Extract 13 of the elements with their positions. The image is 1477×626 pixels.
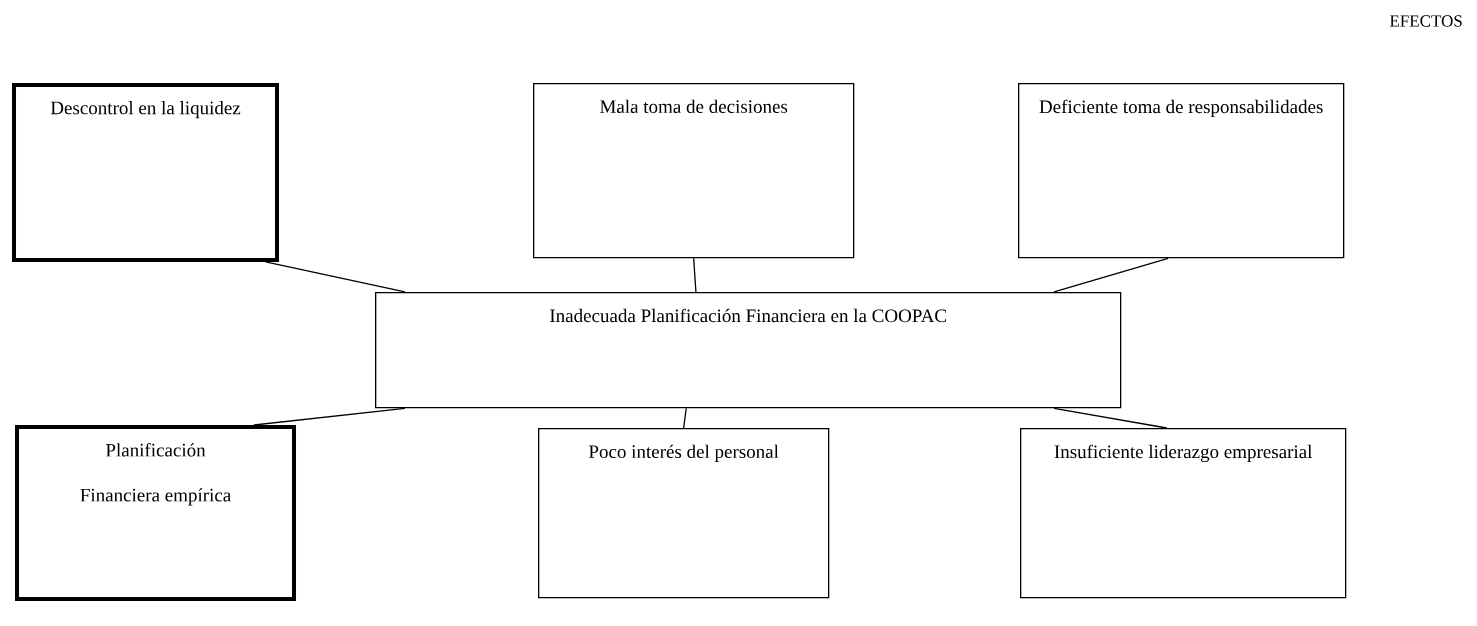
connector-line	[1053, 257, 1169, 293]
heading: EFECTOS	[1389, 15, 1462, 27]
text-box: Deficiente toma de responsabilidades	[1018, 83, 1345, 259]
connector-line	[253, 407, 406, 426]
connector-line	[683, 407, 687, 429]
text-box: Poco interés del personal	[538, 428, 830, 599]
text-box: Insuficiente liderazgo empresarial	[1020, 428, 1347, 599]
text-box: Descontrol en la liquidez	[12, 83, 279, 262]
text-box: Planificación Financiera empírica	[15, 425, 296, 601]
text-box: Inadecuada Planificación Financiera en la COOPAC	[375, 292, 1122, 409]
text-box: Mala toma de decisiones	[533, 83, 855, 259]
connector-line	[265, 261, 406, 293]
connector-line	[693, 257, 697, 293]
